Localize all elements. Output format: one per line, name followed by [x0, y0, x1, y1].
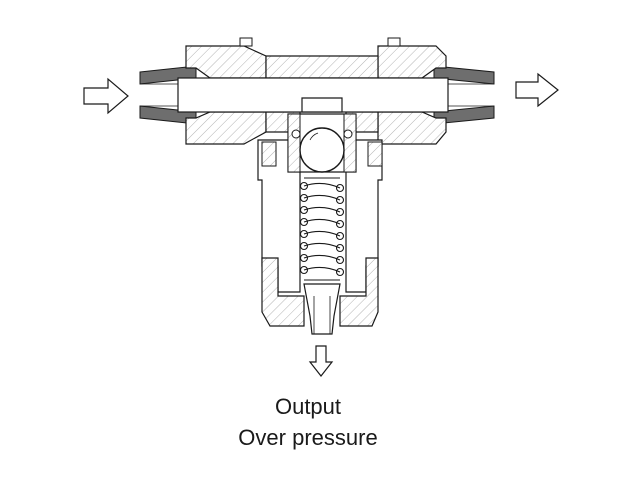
compression-spring — [299, 177, 345, 281]
caption-output: Output — [274, 394, 342, 419]
caption-over-pressure: Over pressure — [238, 425, 378, 450]
output-arrow-icon — [308, 345, 334, 377]
valve-stem-housing — [257, 139, 383, 293]
inlet-arrow-icon — [83, 77, 129, 115]
valve-body — [177, 37, 449, 145]
check-ball — [299, 127, 345, 173]
outlet-arrow-icon — [515, 72, 559, 108]
bottom-cap — [261, 257, 379, 335]
